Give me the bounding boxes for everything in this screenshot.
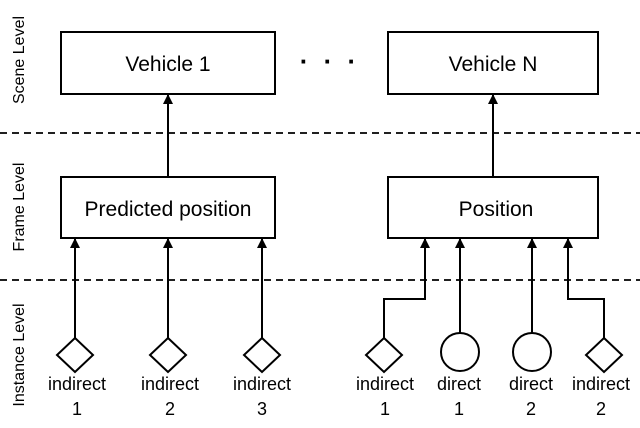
instance-kind-label: direct [509, 374, 553, 394]
indirect-2-left-diamond [148, 336, 188, 374]
arrow-indirect-2-right [563, 238, 605, 338]
instance-kind-label: indirect [141, 374, 199, 394]
predicted-position-label: Predicted position [85, 198, 252, 221]
instance-number-label: 1 [380, 399, 390, 419]
vehicle-n-box [387, 31, 599, 95]
indirect-1-right-diamond [364, 336, 404, 374]
instance-kind-label: indirect [572, 374, 630, 394]
instance-kind-label: indirect [233, 374, 291, 394]
instance-kind-label: direct [437, 374, 481, 394]
indirect-1-left-diamond [55, 336, 95, 374]
instance-level-label: Instance Level [11, 303, 28, 406]
direct-1-circle [440, 332, 480, 372]
position-label: Position [459, 198, 534, 221]
direct-2-circle [512, 332, 552, 372]
instance-kind-label: indirect [356, 374, 414, 394]
arrow-indirect-1-right [383, 238, 430, 338]
indirect-3-left-diamond [242, 336, 282, 374]
vehicle-1-label: Vehicle 1 [125, 53, 210, 76]
instance-number-label: 1 [72, 399, 82, 419]
frame-level-label: Frame Level [11, 163, 28, 252]
vehicle-n-label: Vehicle N [449, 53, 538, 76]
instance-number-label: 1 [454, 399, 464, 419]
instance-kind-label: indirect [48, 374, 106, 394]
instance-number-label: 3 [257, 399, 267, 419]
indirect-2-right-diamond [584, 336, 624, 374]
scene-level-label: Scene Level [11, 16, 28, 104]
instance-number-label: 2 [165, 399, 175, 419]
ellipsis: · · · [300, 46, 360, 76]
vehicle-1-box [60, 31, 276, 95]
instance-number-label: 2 [596, 399, 606, 419]
instance-number-label: 2 [526, 399, 536, 419]
